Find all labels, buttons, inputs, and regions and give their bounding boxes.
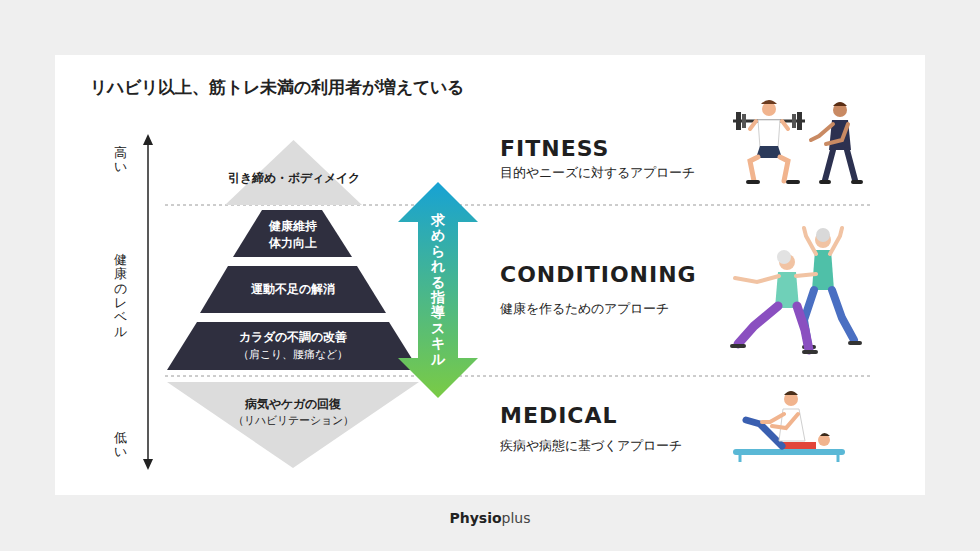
brand-logo: Physio xyxy=(449,510,501,526)
band-outline xyxy=(167,382,419,468)
tier-heading: MEDICAL xyxy=(500,403,618,428)
medical-illustration xyxy=(733,391,845,462)
conditioning-illustration-part xyxy=(812,250,834,290)
band-note: （リハビリテーション） xyxy=(233,413,354,429)
fitness-illustration-part xyxy=(792,114,796,128)
fitness-illustration-part xyxy=(758,120,780,148)
fitness-illustration-part xyxy=(833,103,847,117)
conditioning-illustration-part xyxy=(732,346,816,352)
white-panel xyxy=(55,55,925,495)
fitness-illustration-part xyxy=(736,112,741,130)
medical-illustration-part xyxy=(739,455,742,462)
fitness-illustration-part xyxy=(750,157,788,181)
axis-low: 低い xyxy=(114,431,127,460)
fitness-illustration-part xyxy=(762,102,776,116)
medical-illustration-part xyxy=(837,455,840,462)
fitness-illustration-part xyxy=(821,180,861,184)
health-axis-part xyxy=(147,142,149,462)
conditioning-illustration-part xyxy=(804,290,854,345)
fitness-illustration-part xyxy=(826,124,848,144)
band-outline xyxy=(225,140,362,205)
band-label: 運動不足の解消 xyxy=(251,281,335,298)
axis-title: 健康のレベル xyxy=(114,253,127,339)
fitness-illustration-part xyxy=(811,124,833,140)
band-label: 病気やケガの回復 xyxy=(245,396,341,413)
pyramid-band: カラダの不調の改善（肩こり、腰痛など） xyxy=(167,322,419,370)
conditioning-illustration xyxy=(732,228,860,352)
band-label: 引き締め・ボディメイク xyxy=(228,170,360,187)
fitness-illustration-part xyxy=(748,180,798,184)
band-shape xyxy=(233,210,352,257)
slide-title: リハビリ以上、筋トレ未満の利用者が増えている xyxy=(90,76,464,99)
brand-logo: plus xyxy=(502,510,531,526)
band-outline xyxy=(167,322,419,370)
fitness-illustration-part xyxy=(797,112,802,130)
fitness-illustration-part xyxy=(833,102,847,106)
band-outline xyxy=(233,210,352,257)
conditioning-illustration-part xyxy=(738,306,809,350)
arrow-outline xyxy=(398,182,478,398)
medical-illustration-part xyxy=(762,414,798,428)
conditioning-illustration-part xyxy=(816,228,830,242)
conditioning-illustration-part xyxy=(735,274,816,282)
health-axis-part xyxy=(143,134,153,145)
band-label: 健康維持 体力向上 xyxy=(262,218,324,251)
conditioning-illustration-part xyxy=(777,250,791,264)
band-label: カラダの不調の改善 xyxy=(239,329,347,346)
fitness-illustration-part xyxy=(761,100,777,104)
tier-description: 目的やニーズに対するアプローチ xyxy=(500,165,695,182)
health-axis-part xyxy=(143,459,153,470)
pyramid-band: 健康維持 体力向上 xyxy=(233,210,352,257)
tier-description: 疾病や病態に基づくアプローチ xyxy=(500,438,682,455)
band-shape xyxy=(167,322,419,370)
medical-illustration-part xyxy=(733,449,845,455)
arrow-text: 求められる指導スキル xyxy=(431,213,445,367)
tier-heading: CONDITIONING xyxy=(500,262,697,287)
health-axis xyxy=(143,134,153,470)
pyramid-band: 病気やケガの回復（リハビリテーション） xyxy=(167,382,419,468)
band-note: （肩こり、腰痛など） xyxy=(238,347,348,363)
tier-description: 健康を作るためのアプローチ xyxy=(500,301,669,318)
medical-illustration-part xyxy=(782,442,816,449)
fitness-illustration-part xyxy=(750,121,788,129)
medical-illustration-part xyxy=(784,391,798,395)
pyramid-band: 運動不足の解消 xyxy=(200,266,386,313)
axis-high: 高い xyxy=(114,146,127,175)
medical-illustration-part xyxy=(820,433,830,436)
fitness-illustration xyxy=(733,100,861,182)
fitness-illustration-part xyxy=(742,114,746,128)
medical-illustration-part xyxy=(818,434,830,446)
skill-arrow: 求められる指導スキル xyxy=(398,182,478,398)
tier-heading: FITNESS xyxy=(500,136,609,161)
pyramid-band: 引き締め・ボディメイク xyxy=(225,140,362,205)
conditioning-illustration-part xyxy=(804,228,842,254)
fitness-illustration-part xyxy=(825,150,855,180)
dashed-divider xyxy=(165,205,870,376)
band-outline xyxy=(200,266,386,313)
medical-illustration-part xyxy=(784,392,798,406)
dashed-divider-part xyxy=(165,376,870,377)
